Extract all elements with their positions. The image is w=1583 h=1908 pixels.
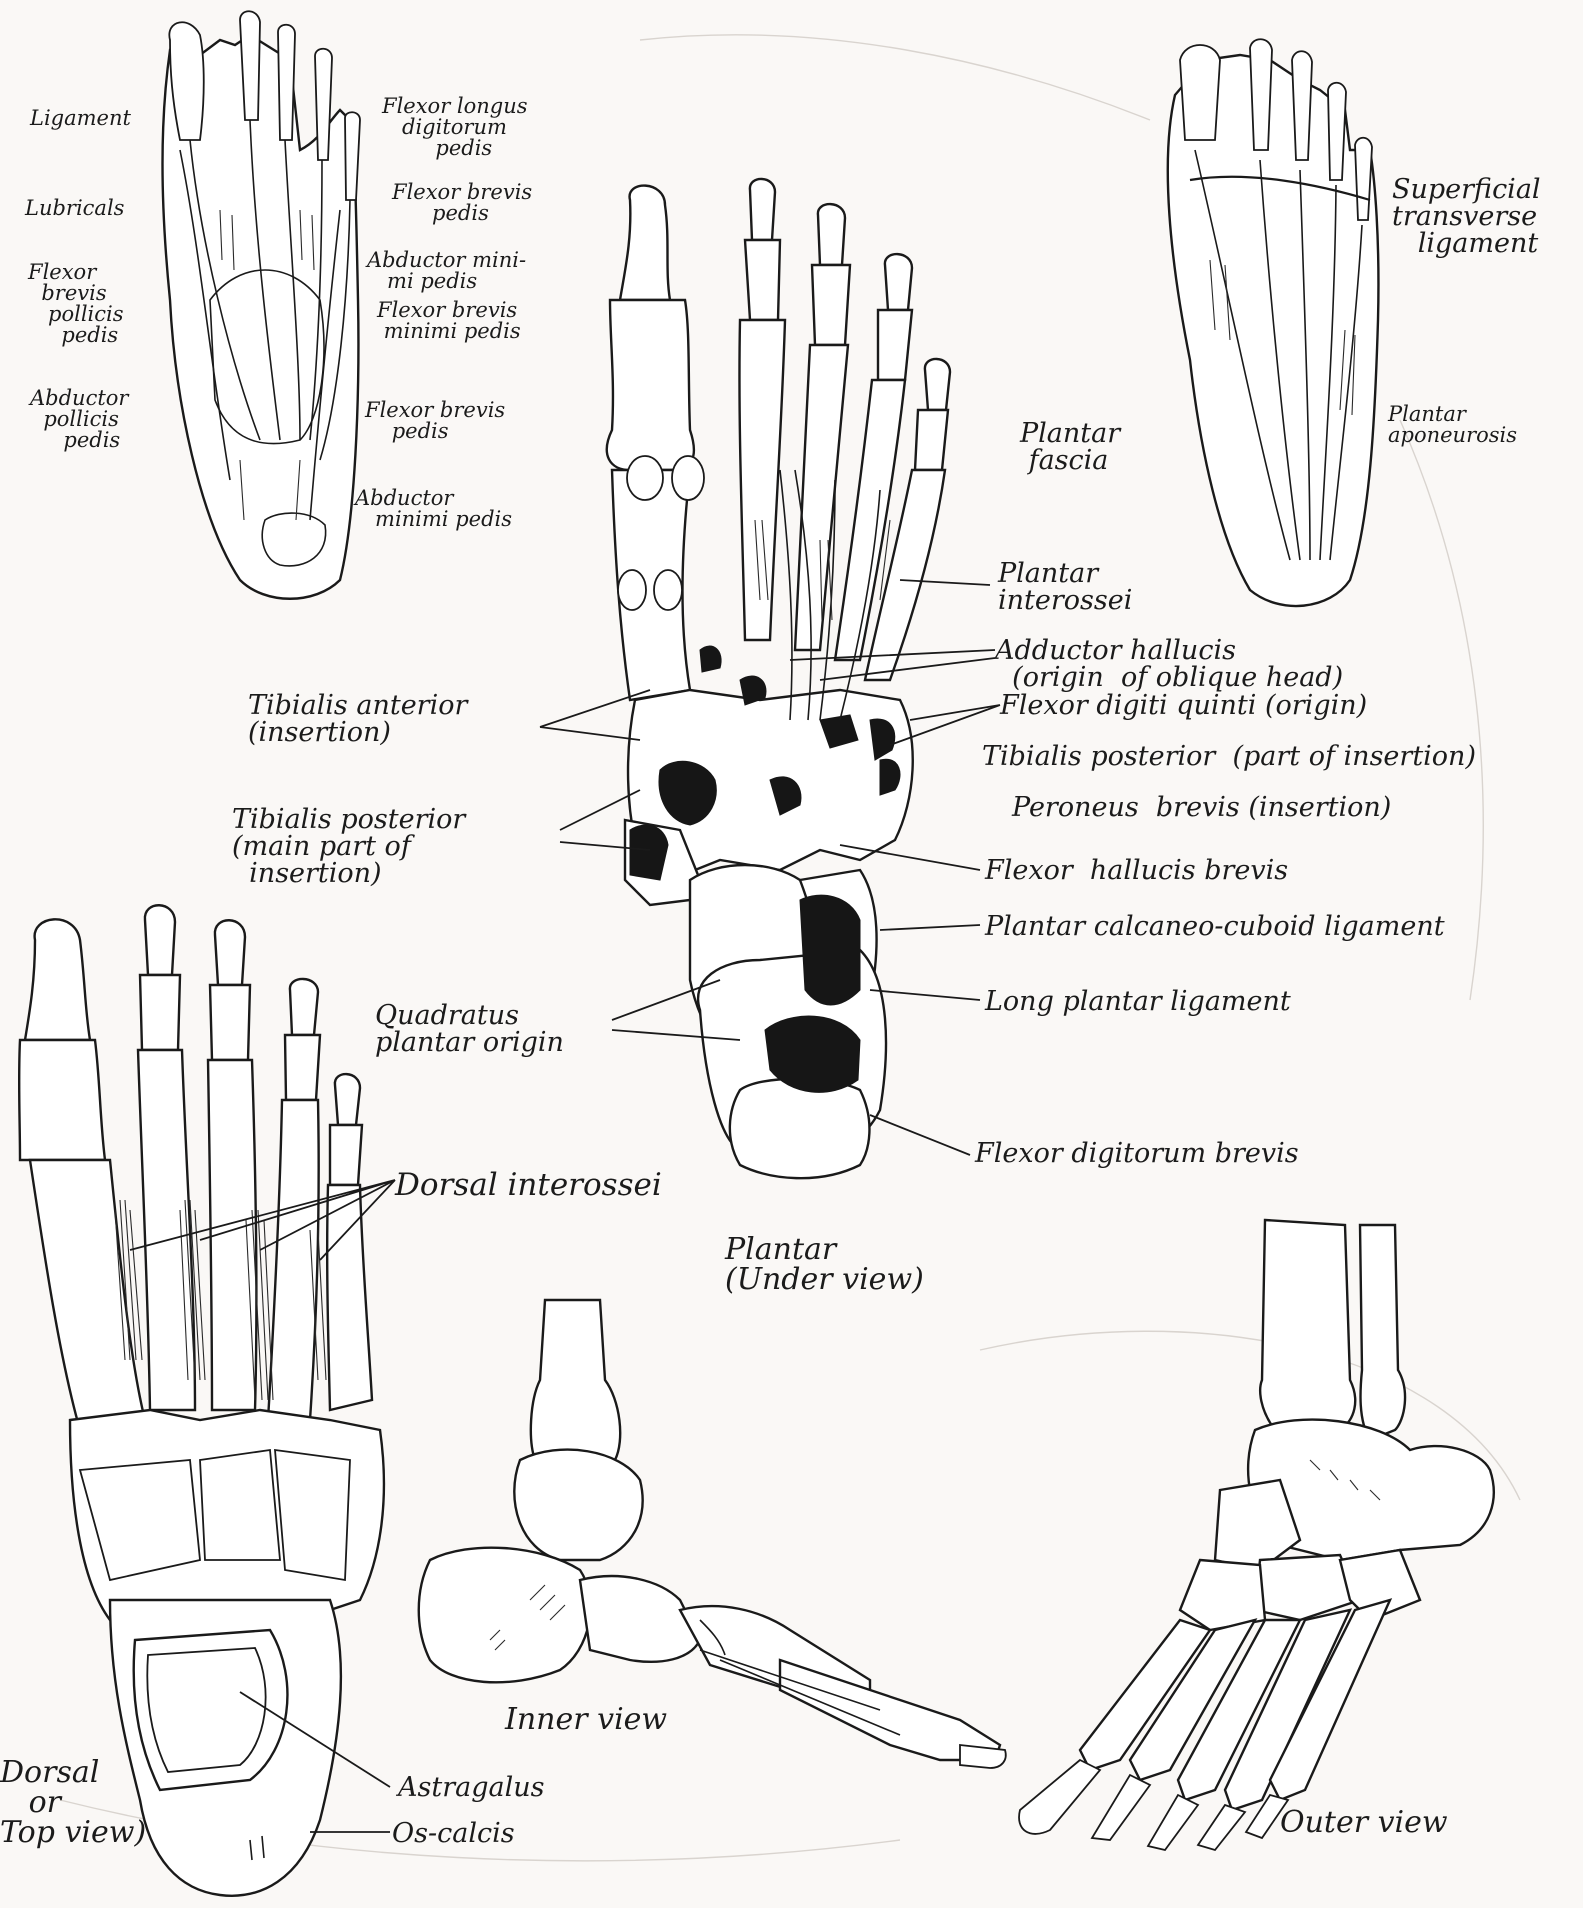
- label-tibialis-posterior-part: Tibialis posterior (part of insertion): [982, 743, 1476, 770]
- label-flexor-brevis-pollicis: Flexor brevis pollicis pedis: [28, 262, 124, 346]
- outer-view-skeleton: [1019, 1220, 1494, 1850]
- label-flexor-brevis-pedis-lower: Flexor brevis pedis: [365, 400, 505, 442]
- label-flexor-digiti-quinti: Flexor digiti quinti (origin): [1000, 692, 1367, 719]
- label-flexor-hallucis-brevis: Flexor hallucis brevis: [985, 857, 1288, 884]
- label-os-calcis: Os-calcis: [392, 1820, 515, 1847]
- plantar-fascia-foot: [1168, 39, 1379, 606]
- dorsal-skeleton: [19, 905, 395, 1895]
- label-long-plantar-ligament: Long plantar ligament: [985, 988, 1291, 1015]
- inner-view-skeleton: [419, 1300, 1006, 1768]
- label-plantar-aponeurosis: Plantar aponeurosis: [1388, 404, 1517, 446]
- label-flexor-digitorum-brevis: Flexor digitorum brevis: [975, 1140, 1299, 1167]
- caption-inner-view: Inner view: [505, 1705, 667, 1735]
- label-lubricals: Lubricals: [25, 198, 124, 219]
- label-superficial-transverse-ligament: Superficial transverse ligament: [1392, 176, 1541, 257]
- label-abductor-pollicis: Abductor pollicis pedis: [30, 388, 128, 451]
- label-abductor-minimi-pedis-lower: Abductor minimi pedis: [355, 488, 512, 530]
- label-plantar-interossei: Plantar interossei: [998, 560, 1132, 614]
- label-astragalus: Astragalus: [398, 1774, 544, 1801]
- label-flexor-longus-digitorum: Flexor longus digitorum pedis: [382, 96, 528, 159]
- label-ligament: Ligament: [30, 108, 131, 129]
- label-tibialis-anterior: Tibialis anterior (insertion): [248, 692, 467, 746]
- label-adductor-hallucis: Adductor hallucis (origin of oblique hea…: [995, 637, 1343, 691]
- plantar-skeleton: [540, 179, 1000, 1178]
- label-peroneus-brevis: Peroneus brevis (insertion): [1012, 794, 1391, 821]
- caption-plantar-under-view: Plantar (Under view): [725, 1235, 924, 1295]
- caption-dorsal-top-view: Dorsal or Top view): [0, 1758, 146, 1848]
- label-plantar-fascia: Plantar fascia: [1020, 420, 1120, 474]
- label-dorsal-interossei: Dorsal interossei: [395, 1170, 662, 1201]
- label-flexor-brevis-pedis-top: Flexor brevis pedis: [392, 182, 532, 224]
- label-abductor-minimi-pedis-top: Abductor mini- mi pedis: [367, 250, 526, 292]
- label-flexor-brevis-minimi: Flexor brevis minimi pedis: [377, 300, 521, 342]
- label-quadratus-plantar-origin: Quadratus plantar origin: [375, 1002, 564, 1056]
- plantar-muscles-foot: [163, 11, 361, 599]
- label-plantar-calcaneo-cuboid-ligament: Plantar calcaneo-cuboid ligament: [985, 913, 1445, 940]
- caption-outer-view: Outer view: [1280, 1808, 1448, 1838]
- label-tibialis-posterior-main: Tibialis posterior (main part of inserti…: [232, 806, 465, 887]
